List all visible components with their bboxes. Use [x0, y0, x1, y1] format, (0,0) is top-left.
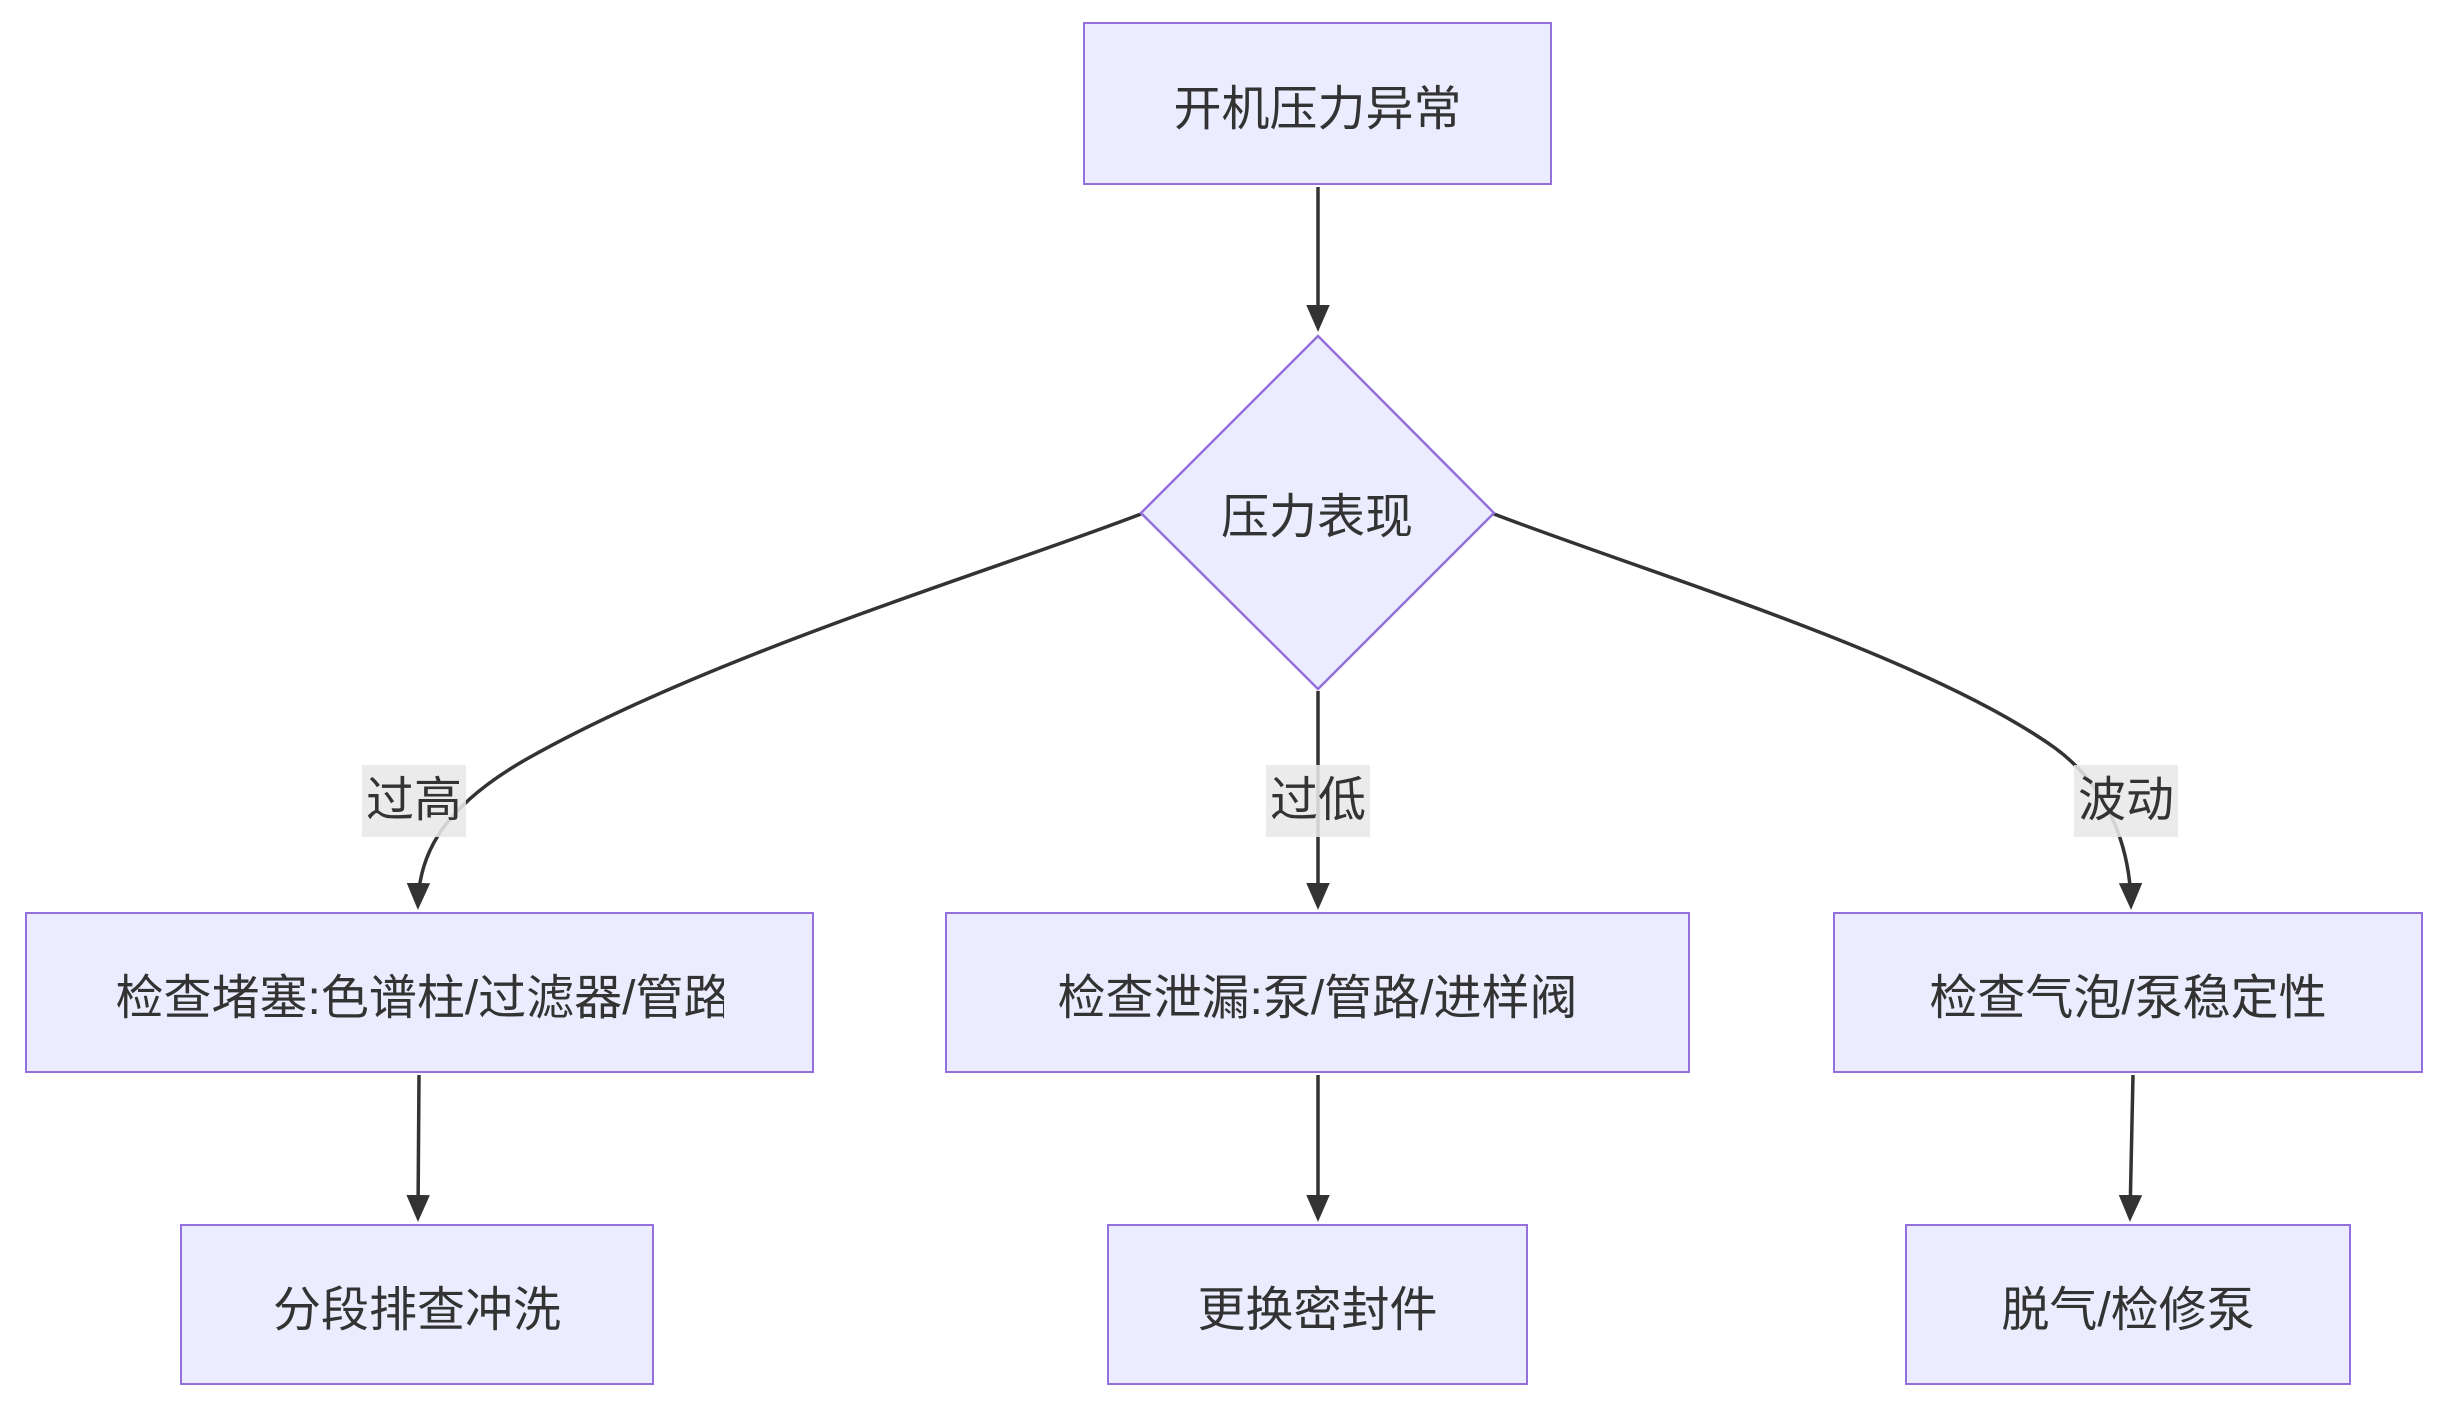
- edge-decision-to-check-high: [406, 512, 1142, 910]
- edge-decision-to-check-fluctuation: [1493, 512, 2143, 910]
- edge-check-high-to-action-high: [406, 1074, 430, 1222]
- edge-label-high: 过高: [361, 765, 467, 837]
- node-check-fluctuation-label: 检查气泡/泵稳定性: [1929, 971, 2327, 1025]
- node-decision-label: 压力表现: [1220, 491, 1414, 544]
- node-check-low: 检查泄漏:泵/管路/进样阀: [945, 912, 1690, 1073]
- node-start: 开机压力异常: [1083, 22, 1552, 185]
- node-check-low-label: 检查泄漏:泵/管路/进样阀: [1057, 971, 1578, 1025]
- node-action-low: 更换密封件: [1107, 1224, 1528, 1385]
- node-start-label: 开机压力异常: [1173, 82, 1462, 136]
- node-action-fluctuation-label: 脱气/检修泵: [2001, 1283, 2255, 1337]
- node-action-fluctuation: 脱气/检修泵: [1905, 1224, 2351, 1385]
- node-action-high-label: 分段排查冲洗: [272, 1283, 561, 1337]
- node-check-high: 检查堵塞:色谱柱/过滤器/管路: [25, 912, 814, 1073]
- decision-diamond-shape: [1139, 334, 1496, 691]
- node-check-high-clip: 检查堵塞:色谱柱/过滤器/管路: [116, 958, 724, 1028]
- node-action-high: 分段排查冲洗: [180, 1224, 654, 1385]
- node-action-low-label: 更换密封件: [1197, 1283, 1438, 1337]
- edge-label-fluctuation: 波动: [2073, 765, 2179, 837]
- node-check-high-label: 检查堵塞:色谱柱/过滤器/管路: [115, 971, 724, 1025]
- edge-check-fluctuation-to-action-fluctuation: [2118, 1074, 2143, 1222]
- edge-label-low: 过低: [1265, 765, 1371, 837]
- node-check-fluctuation: 检查气泡/泵稳定性: [1833, 912, 2423, 1073]
